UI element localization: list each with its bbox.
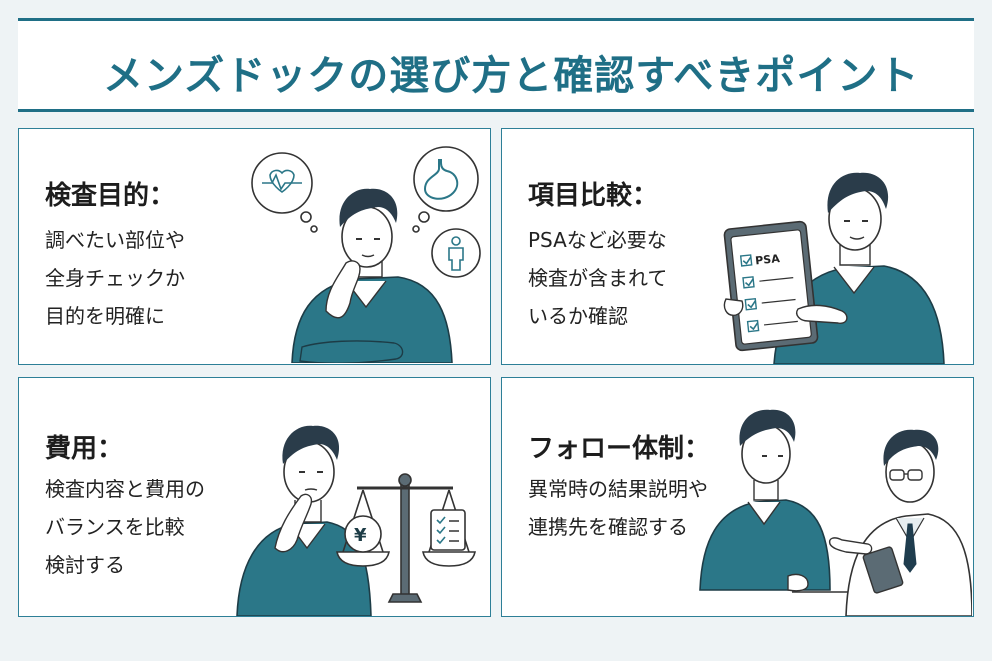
card-comparison: 項目比較： PSAなど必要な 検査が含まれて いるか確認 PSA	[501, 128, 974, 365]
card-line: 検査が含まれて	[528, 266, 668, 290]
heart-rate-icon	[251, 152, 318, 233]
card-heading: フォロー体制：	[528, 434, 711, 464]
card-description: 調べたい部位や 全身チェックか 目的を明確に	[45, 221, 185, 335]
card-cost: 費用： 検査内容と費用の バランスを比較 検討する	[18, 377, 491, 617]
clipboard-icon: PSA	[723, 220, 848, 352]
card-followup: フォロー体制： 異常時の結果説明や 連携先を確認する	[501, 377, 974, 617]
page-title: メンズドックの選び方と確認すべきポイント	[103, 53, 920, 99]
man-with-scale-illustration: ¥	[236, 425, 476, 616]
card-line: 連携先を確認する	[528, 515, 688, 539]
card-description: 検査内容と費用の バランスを比較 検討する	[45, 470, 205, 584]
card-purpose: 検査目的： 調べたい部位や 全身チェックか 目的を明確に	[18, 128, 491, 365]
card-heading: 検査目的：	[45, 181, 176, 211]
scale-icon	[336, 473, 476, 603]
doctor-figure	[828, 429, 972, 616]
card-line: 全身チェックか	[45, 266, 185, 290]
card-heading: 費用：	[45, 434, 124, 464]
yen-coin-symbol: ¥	[354, 525, 367, 546]
card-line: いるか確認	[528, 304, 628, 328]
stomach-icon	[412, 146, 479, 233]
card-line: 検討する	[45, 553, 125, 577]
doctor-consultation-illustration	[699, 409, 972, 616]
man-with-clipboard-illustration: PSA	[723, 172, 945, 364]
card-line: バランスを比較	[45, 515, 185, 539]
card-line: 検査内容と費用の	[45, 477, 205, 501]
card-heading: 項目比較：	[528, 181, 659, 211]
card-line: PSAなど必要な	[528, 228, 667, 252]
man-figure	[236, 425, 372, 616]
thinking-man-illustration	[251, 146, 481, 363]
card-description: 異常時の結果説明や 連携先を確認する	[528, 470, 708, 546]
card-line: 目的を明確に	[45, 304, 165, 328]
title-banner: メンズドックの選び方と確認すべきポイント	[18, 18, 974, 112]
man-figure	[291, 188, 453, 363]
body-icon	[431, 228, 481, 278]
patient-figure	[699, 409, 831, 592]
card-line: 異常時の結果説明や	[528, 477, 708, 501]
clipboard-icon	[862, 546, 904, 594]
card-line: 調べたい部位や	[45, 228, 185, 252]
clipboard-label: PSA	[755, 252, 781, 268]
card-description: PSAなど必要な 検査が含まれて いるか確認	[528, 221, 667, 335]
